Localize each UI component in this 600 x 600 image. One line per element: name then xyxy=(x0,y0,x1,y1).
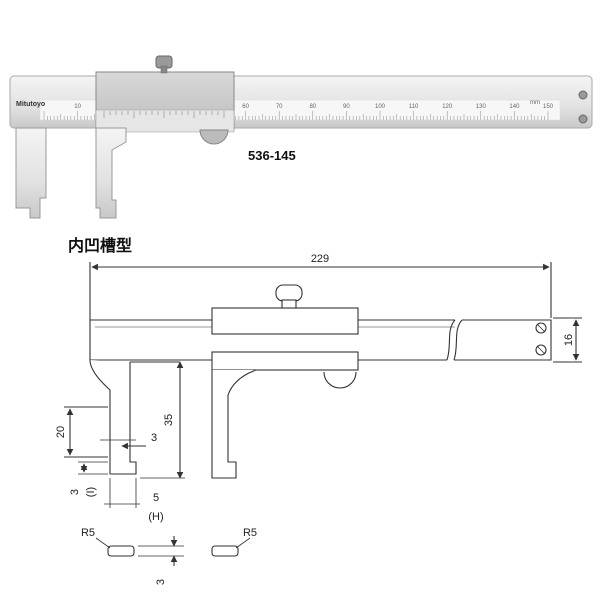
screw-icon xyxy=(535,322,547,334)
leader-line xyxy=(95,537,111,549)
scale-number: 80 xyxy=(309,104,316,110)
dim-radius-left: R5 xyxy=(81,527,95,539)
movable-jaw-outline xyxy=(211,369,257,479)
thumb-roller-icon xyxy=(323,371,357,389)
screw-icon xyxy=(535,344,547,356)
screw-icon xyxy=(578,114,588,124)
scale-number: 100 xyxy=(375,104,386,110)
screw-slot xyxy=(536,345,546,355)
dim-tip-width-label: (H) xyxy=(148,511,163,523)
scale-number: 110 xyxy=(409,104,419,110)
slider-top xyxy=(211,307,359,335)
movable-jaw xyxy=(95,127,127,219)
tip-detail-right xyxy=(211,545,239,557)
thumb-screw-icon xyxy=(275,284,303,302)
vernier-plate xyxy=(95,109,235,133)
scale-number: 90 xyxy=(343,104,350,110)
break-line xyxy=(446,319,456,361)
dim-jaw-length: 20 xyxy=(55,426,67,438)
model-number: 536-145 xyxy=(248,148,296,163)
break-line xyxy=(453,319,463,361)
dim-jaw-gap: 3 xyxy=(151,432,157,444)
technical-drawing xyxy=(64,262,582,566)
beam-outline-right xyxy=(454,319,552,361)
thumb-screw-stem xyxy=(281,299,297,309)
screw-slot xyxy=(536,323,546,333)
scale-number: 120 xyxy=(442,104,453,110)
dim-tip-height-label: (I) xyxy=(85,487,97,497)
scale-number: 150 xyxy=(543,104,554,110)
scale-number: 130 xyxy=(476,104,487,110)
drawing-title: 内凹槽型 xyxy=(68,236,132,255)
scale-number: 10 xyxy=(74,104,81,110)
slider-bottom xyxy=(211,351,359,371)
thumb-roller-icon xyxy=(199,129,229,145)
vernier-scale xyxy=(103,111,225,118)
dim-depth: 35 xyxy=(163,414,175,426)
dim-tip-width: 5 xyxy=(153,492,159,504)
tip-detail-left xyxy=(107,545,135,557)
dim-radius-right: R5 xyxy=(243,527,257,539)
screw-icon xyxy=(578,90,588,100)
dim-overall-length: 229 xyxy=(311,253,329,265)
brand-logo: Mitutoyo xyxy=(16,101,45,108)
scale-number: 140 xyxy=(509,104,520,110)
scale-number: 60 xyxy=(242,104,249,110)
leader-line xyxy=(235,537,251,549)
dim-tip-height: 3 xyxy=(69,489,81,495)
caliper-photo: 102030405060708090100110120130140150 mm … xyxy=(9,55,593,219)
scale-number: 70 xyxy=(276,104,283,110)
dim-height: 16 xyxy=(563,334,575,346)
dim-bottom-thickness: 3 xyxy=(155,579,167,585)
scale-unit: mm xyxy=(530,100,540,106)
thumb-screw-stem xyxy=(160,65,168,74)
fixed-jaw xyxy=(15,127,47,219)
